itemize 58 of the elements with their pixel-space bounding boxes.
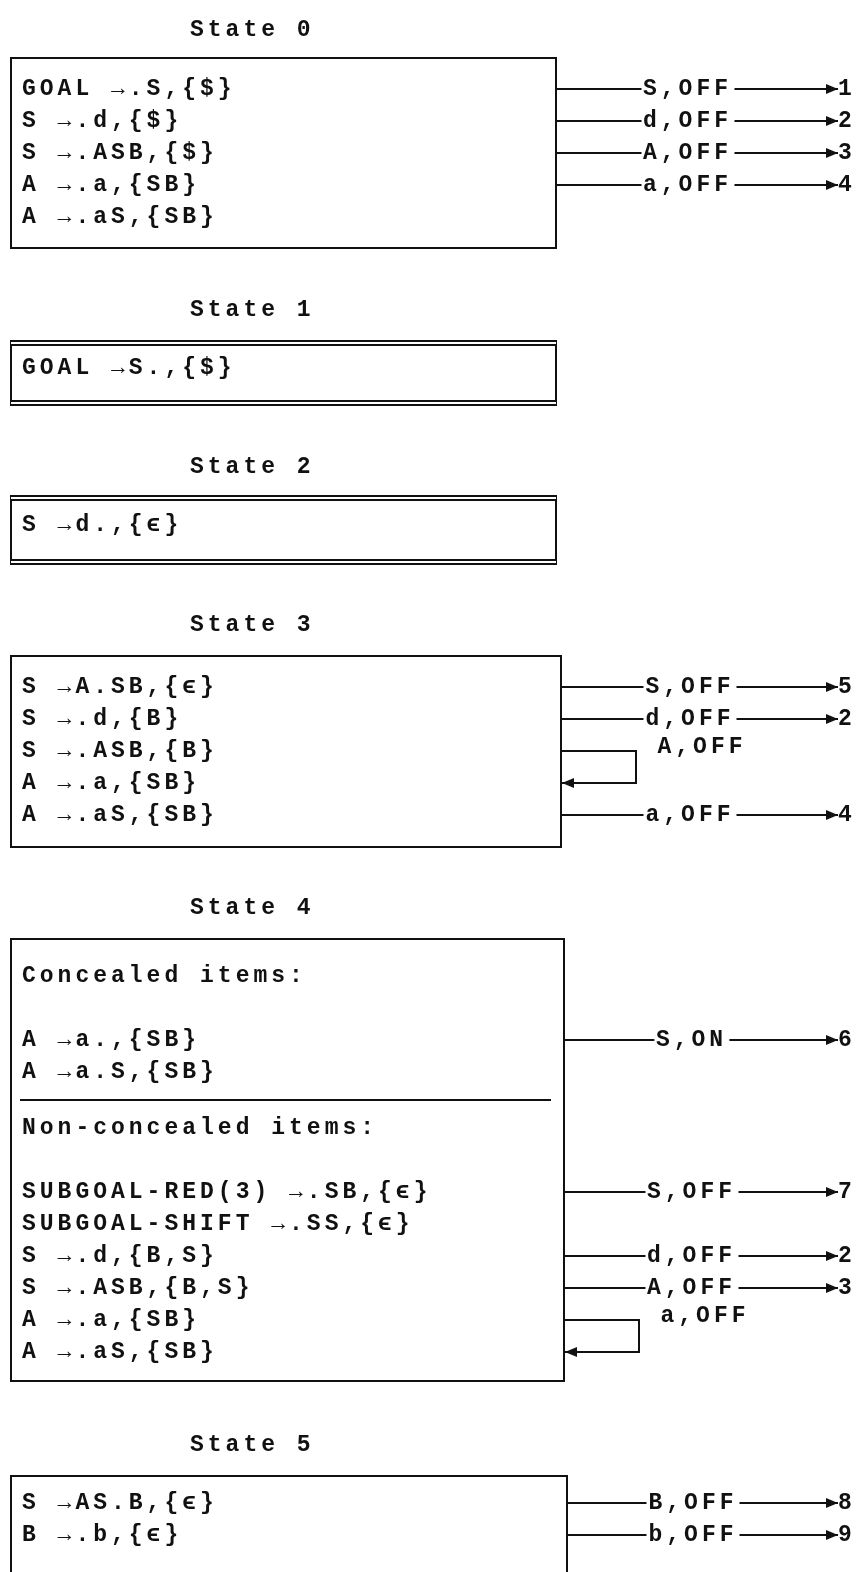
item-text: S →A.SB,{ϵ} (22, 673, 218, 702)
item-text: Non-concealed items: (22, 1114, 379, 1143)
state-number: 1 (838, 74, 852, 104)
item-text: S →.d,{$} (22, 107, 183, 136)
state-heading: State 5 (190, 1431, 315, 1460)
state-heading: State 2 (190, 453, 315, 482)
item-text: A →a.S,{SB} (22, 1058, 218, 1087)
edge-label: a,OFF (641, 172, 734, 198)
item-text: S →.d,{B} (22, 705, 183, 734)
arrow (564, 1319, 640, 1357)
arrow (561, 750, 637, 788)
state-heading: State 0 (190, 16, 315, 45)
item-text: B →.b,{ϵ} (22, 1521, 183, 1550)
edge-label: d,OFF (641, 108, 734, 134)
state-heading: State 3 (190, 611, 315, 640)
state-number: 2 (838, 106, 852, 136)
item-text: A →.a,{SB} (22, 171, 201, 200)
item-text: SUBGOAL-RED(3) →.SB,{ϵ} (22, 1178, 432, 1207)
edge-label: d,OFF (645, 1243, 738, 1269)
edge-label: A,OFF (641, 140, 734, 166)
state-number: 4 (838, 170, 852, 200)
state-number: 2 (838, 704, 852, 734)
edge-label: S,ON (653, 1027, 730, 1053)
item-text: A →.aS,{SB} (22, 1338, 218, 1367)
edge-label: b,OFF (646, 1522, 740, 1548)
item-text: S →.ASB,{B,S} (22, 1274, 254, 1303)
state-number: 4 (838, 800, 852, 830)
item-text: Concealed items: (22, 962, 307, 991)
item-text: S →.d,{B,S} (22, 1242, 218, 1271)
item-text: A →.a,{SB} (22, 769, 201, 798)
item-text: A →.aS,{SB} (22, 203, 218, 232)
state-number: 6 (838, 1025, 852, 1055)
edge-label: S,OFF (641, 76, 734, 102)
item-text: GOAL →.S,{$} (22, 75, 236, 104)
edge-label: B,OFF (646, 1490, 740, 1516)
item-text: SUBGOAL-SHIFT →.SS,{ϵ} (22, 1210, 414, 1239)
edge-label: a,OFF (643, 802, 737, 828)
item-text: S →d.,{ϵ} (22, 511, 183, 540)
edge-label: S,OFF (643, 674, 737, 700)
state-number: 5 (838, 672, 852, 702)
state-heading: State 4 (190, 894, 315, 923)
item-text: A →a.,{SB} (22, 1026, 201, 1055)
item-text: S →.ASB,{B} (22, 737, 218, 766)
state-number: 3 (838, 1273, 852, 1303)
edge-label: A,OFF (645, 1275, 738, 1301)
item-text: S →AS.B,{ϵ} (22, 1489, 218, 1518)
edge-label: d,OFF (643, 706, 737, 732)
item-text: GOAL →S.,{$} (22, 354, 236, 383)
item-text: A →.aS,{SB} (22, 801, 218, 830)
state-number: 7 (838, 1177, 852, 1207)
state-heading: State 1 (190, 296, 315, 325)
state-number: 3 (838, 138, 852, 168)
item-text: S →.ASB,{$} (22, 139, 218, 168)
item-text: A →.a,{SB} (22, 1306, 201, 1335)
state-number: 9 (838, 1520, 852, 1550)
state-number: 2 (838, 1241, 852, 1271)
edge-label: S,OFF (645, 1179, 738, 1205)
state-number: 8 (838, 1488, 852, 1518)
